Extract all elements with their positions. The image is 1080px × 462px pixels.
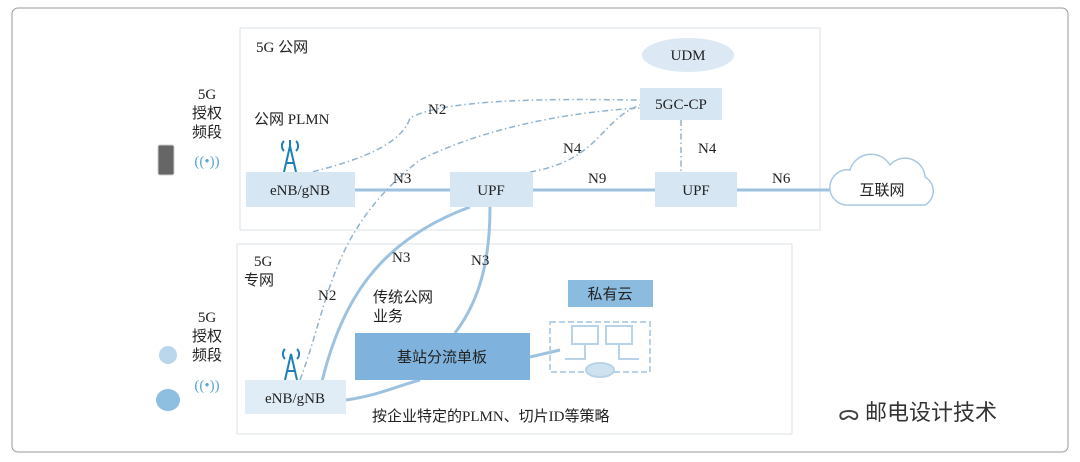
robot-arm-icon xyxy=(159,346,177,364)
n2-label: N2 xyxy=(428,102,446,118)
svg-text:5G: 5G xyxy=(198,310,217,326)
servers-icon xyxy=(549,321,651,378)
n9-label: N9 xyxy=(588,171,606,187)
signal-icon-2: ((•)) xyxy=(194,378,219,394)
public-net-title: 5G 公网 xyxy=(256,40,308,56)
n3-enb-offload xyxy=(345,378,421,402)
signal-icon: ((•)) xyxy=(194,154,219,170)
n4-link-upf1 xyxy=(529,104,641,173)
udm-label: UDM xyxy=(670,48,705,64)
offload-board-label: 基站分流单板 xyxy=(397,348,487,366)
private-net-area xyxy=(236,243,793,435)
enb-label: eNB/gNB xyxy=(270,183,330,199)
public-net-area xyxy=(239,27,821,231)
antenna-icon-2 xyxy=(281,348,301,381)
enb-gnb-private xyxy=(245,380,346,414)
udm-node xyxy=(642,38,734,72)
private-net-title-2: 专网 xyxy=(244,272,274,289)
vr-headset-icon xyxy=(156,389,180,411)
svg-text:频段: 频段 xyxy=(192,124,222,141)
antenna-icon xyxy=(280,140,300,173)
svg-text:授权: 授权 xyxy=(192,105,222,122)
phone-icon xyxy=(157,144,175,176)
private-net-title: 5G xyxy=(254,254,273,270)
n3-label-3: N3 xyxy=(471,253,489,269)
enb-gnb-public xyxy=(246,172,355,207)
private-cloud-box xyxy=(568,280,653,307)
upf1-label: UPF xyxy=(477,183,505,199)
wechat-icon: ᯅ xyxy=(838,403,860,425)
spectrum-bottom: 5G 授权 频段 xyxy=(192,310,222,364)
n6-label: N6 xyxy=(772,171,791,187)
internet-label: 互联网 xyxy=(859,182,904,199)
policy-label: 按企业特定的PLMN、切片ID等策略 xyxy=(372,407,610,425)
5gc-cp-node xyxy=(640,88,722,120)
offload-board xyxy=(355,333,530,380)
svg-text:5G: 5G xyxy=(198,87,217,103)
n2-label-2: N2 xyxy=(318,288,336,304)
n2-link xyxy=(299,98,641,176)
upf-2 xyxy=(655,172,737,207)
plmn-label: 公网 PLMN xyxy=(254,112,330,128)
n4-label: N4 xyxy=(563,141,582,157)
svg-text:频段: 频段 xyxy=(192,347,222,364)
n4-label-2: N4 xyxy=(698,141,717,157)
upf-1 xyxy=(450,172,533,207)
watermark: 邮电设计技术 xyxy=(865,401,997,426)
offload-cloud-link xyxy=(529,348,561,359)
traditional-service-label-2: 业务 xyxy=(373,308,403,325)
outer-frame xyxy=(11,7,1069,453)
n3-offload-link xyxy=(453,206,492,334)
spectrum-top: 5G 授权 频段 xyxy=(192,87,222,141)
internet-cloud-icon xyxy=(829,153,934,206)
traditional-service-label: 传统公网 xyxy=(373,289,433,306)
upf2-label: UPF xyxy=(682,183,710,199)
enb-private-label: eNB/gNB xyxy=(265,391,325,407)
n3-private-link xyxy=(318,205,471,391)
n3-label: N3 xyxy=(393,171,411,187)
n3-label-2: N3 xyxy=(392,250,410,266)
private-cloud-label: 私有云 xyxy=(587,286,632,303)
n2-private-link xyxy=(299,107,641,381)
svg-text:授权: 授权 xyxy=(192,328,222,345)
cp-label: 5GC-CP xyxy=(655,97,707,113)
